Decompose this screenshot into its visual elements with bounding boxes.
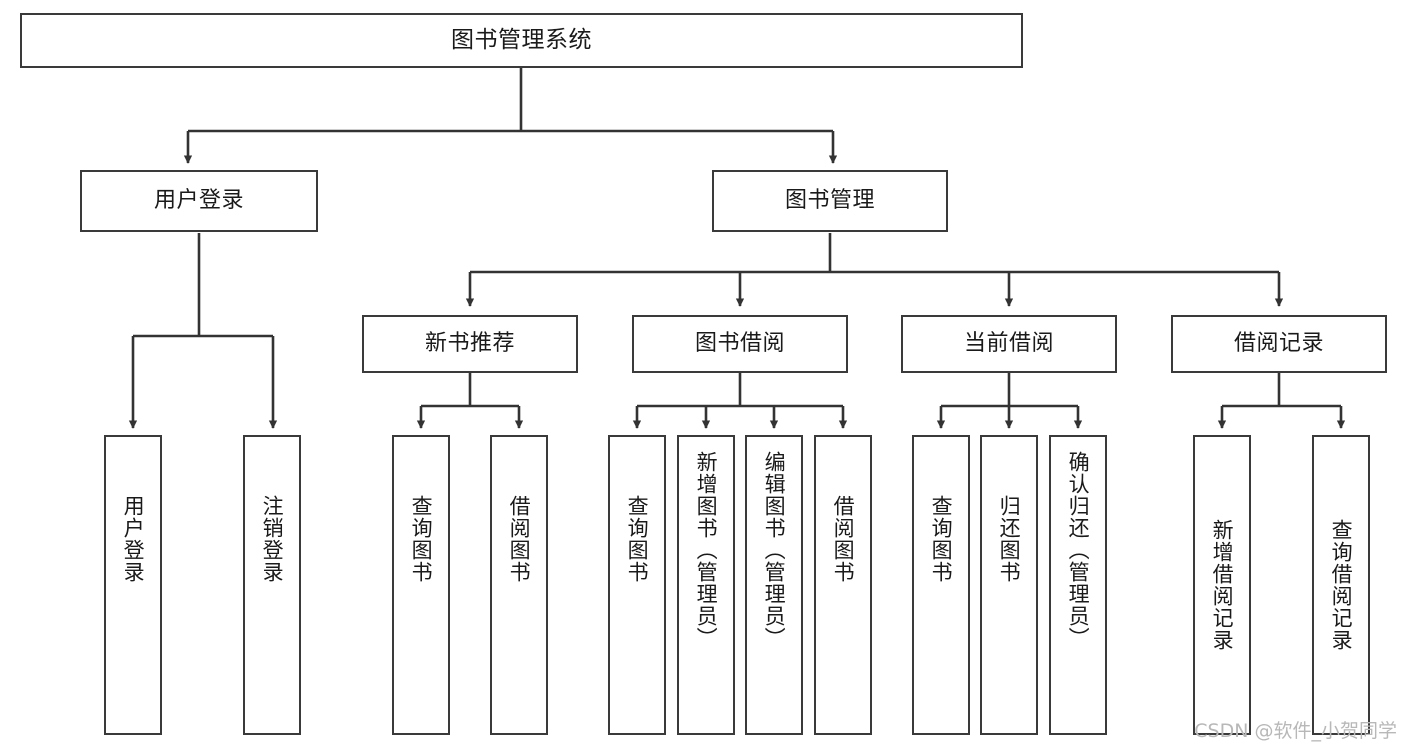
node-label: 当前借阅 [963, 331, 1054, 357]
node-label: 新增借阅记录 [1210, 519, 1235, 651]
node-label: 查询图书 [625, 495, 650, 583]
leaf-query-record[interactable]: 查询借阅记录 [1312, 435, 1370, 735]
leaf-user-login[interactable]: 用户登录 [104, 435, 162, 735]
node-borrow-record[interactable]: 借阅记录 [1171, 315, 1387, 373]
node-label: 新书推荐 [424, 331, 515, 357]
leaf-borrow-book-2[interactable]: 借阅图书 [814, 435, 872, 735]
node-label: 图书管理系统 [451, 26, 592, 53]
node-label: 借阅图书 [831, 495, 856, 583]
node-label: 图书借阅 [694, 331, 785, 357]
csdn-watermark: CSDN @软件_小贺同学 [1194, 720, 1397, 742]
node-label: 借阅图书 [507, 495, 532, 583]
node-label: 新增图书（管理员） [694, 451, 719, 649]
leaf-return-book[interactable]: 归还图书 [980, 435, 1038, 735]
node-label: 用户登录 [153, 188, 244, 214]
node-label: 归还图书 [997, 495, 1022, 583]
leaf-add-book[interactable]: 新增图书（管理员） [677, 435, 735, 735]
leaf-logout-login[interactable]: 注销登录 [243, 435, 301, 735]
node-user-login[interactable]: 用户登录 [80, 170, 318, 232]
node-book-management[interactable]: 图书管理 [712, 170, 948, 232]
node-label: 用户登录 [121, 495, 146, 583]
node-label: 查询图书 [409, 495, 434, 583]
leaf-query-book-1[interactable]: 查询图书 [392, 435, 450, 735]
node-new-book-recommend[interactable]: 新书推荐 [362, 315, 578, 373]
leaf-query-book-3[interactable]: 查询图书 [912, 435, 970, 735]
node-label: 确认归还（管理员） [1066, 451, 1091, 649]
node-label: 编辑图书（管理员） [762, 451, 787, 649]
node-label: 查询图书 [929, 495, 954, 583]
leaf-query-book-2[interactable]: 查询图书 [608, 435, 666, 735]
leaf-confirm-return[interactable]: 确认归还（管理员） [1049, 435, 1107, 735]
node-root-system[interactable]: 图书管理系统 [20, 13, 1023, 68]
node-label: 借阅记录 [1233, 331, 1324, 357]
node-label: 注销登录 [260, 495, 285, 583]
node-current-borrow[interactable]: 当前借阅 [901, 315, 1117, 373]
leaf-edit-book[interactable]: 编辑图书（管理员） [745, 435, 803, 735]
leaf-borrow-book-1[interactable]: 借阅图书 [490, 435, 548, 735]
node-label: 图书管理 [784, 188, 875, 214]
node-book-borrow[interactable]: 图书借阅 [632, 315, 848, 373]
node-label: 查询借阅记录 [1329, 519, 1354, 651]
leaf-add-record[interactable]: 新增借阅记录 [1193, 435, 1251, 735]
